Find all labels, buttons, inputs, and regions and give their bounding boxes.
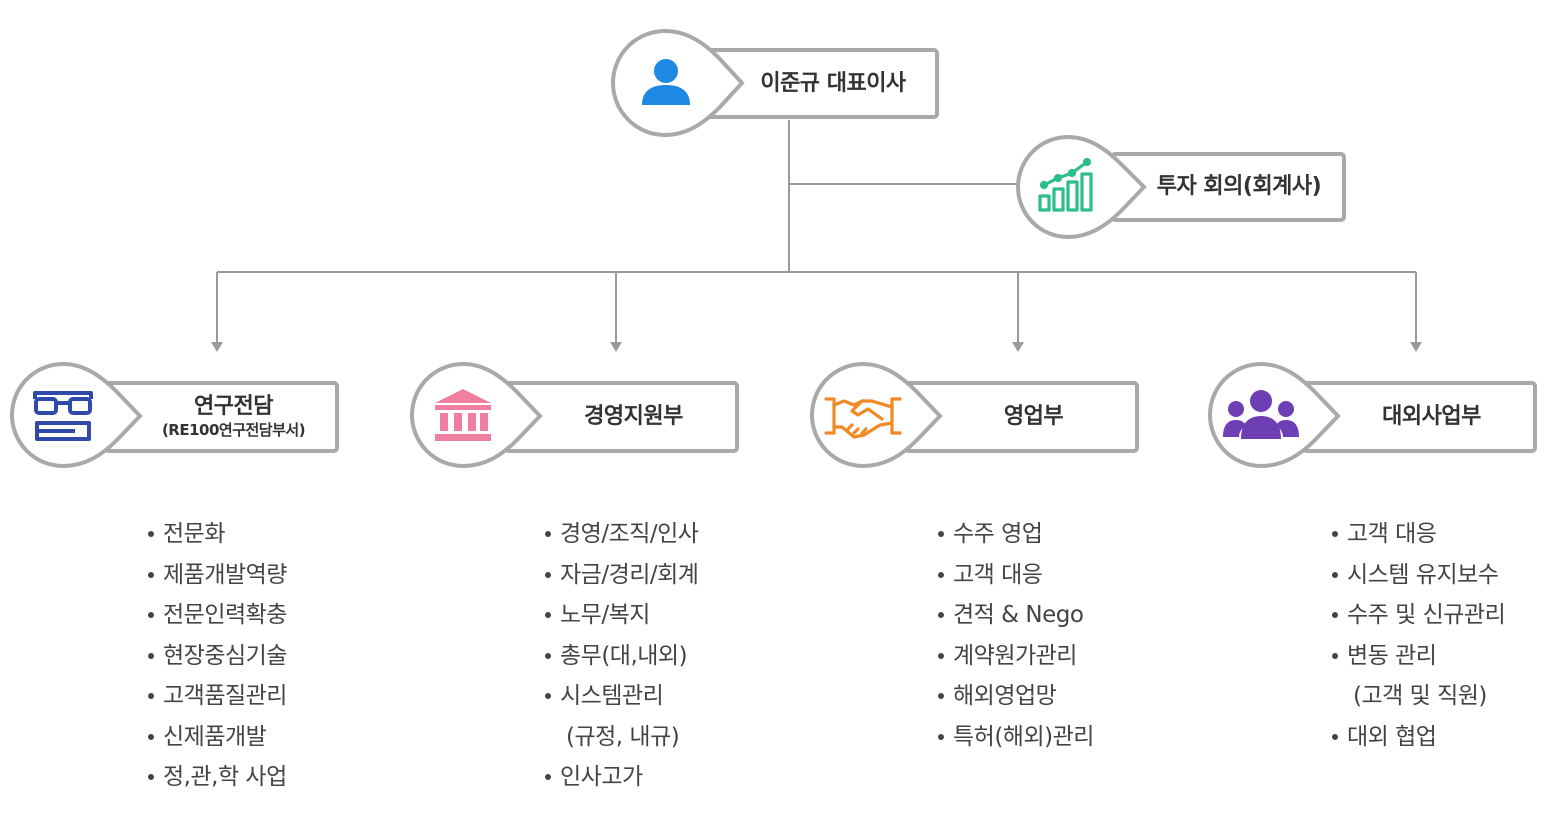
dept-external-label-box: 대외사업부 — [1302, 381, 1537, 453]
list-item: 견적 & Nego — [937, 595, 1094, 636]
list-item: 시스템관리 — [544, 676, 698, 717]
list-item: 경영/조직/인사 — [544, 514, 699, 555]
list-item: 계약원가관리 — [937, 636, 1094, 677]
ceo-pin-frame — [611, 28, 745, 138]
list-item: 인사고가 — [544, 757, 698, 798]
list-item: 특허(해외)관리 — [937, 717, 1094, 758]
dept-research-title: 연구전담 — [194, 393, 273, 419]
advisory-label-box: 투자 회의(회계사) — [1110, 152, 1346, 222]
dept-external-title: 대외사업부 — [1382, 404, 1481, 430]
dept-research-node: 연구전담 (RE100연구전담부서) — [8, 361, 339, 471]
list-item: 대외 협업 — [1331, 717, 1505, 758]
list-item: 고객 대응 — [937, 555, 1094, 596]
dept-sales-node: 영업부 — [808, 361, 1139, 471]
dept-sales-duties: 수주 영업 고객 대응 견적 & Nego 계약원가관리 해외영업망 특허(해외… — [937, 514, 1094, 757]
people-group-icon — [1223, 390, 1299, 439]
person-icon — [642, 59, 690, 105]
growth-chart-icon — [1038, 157, 1093, 212]
list-item: 노무/복지 — [544, 595, 698, 636]
list-item: 고객 대응 — [1331, 514, 1505, 555]
ceo-node: 이준규 대표이사 — [609, 28, 939, 138]
dept-sales-title: 영업부 — [1003, 404, 1064, 430]
ceo-label-box: 이준규 대표이사 — [705, 48, 939, 119]
list-item: 고객품질관리 — [147, 676, 287, 717]
bank-building-icon — [435, 389, 491, 441]
dept-external-pin-frame — [1208, 361, 1341, 469]
advisory-node: 투자 회의(회계사) — [1014, 134, 1346, 242]
list-item-continuation: (규정, 내규) — [566, 723, 680, 750]
dept-sales-label-box: 영업부 — [904, 381, 1139, 453]
list-item-continuation: (고객 및 직원) — [1353, 683, 1487, 709]
list-item: 수주 영업 — [937, 514, 1094, 555]
list-item: 자금/경리/회계 — [544, 555, 699, 596]
ceo-title: 이준규 대표이사 — [760, 70, 906, 96]
dept-1-arrowhead — [211, 342, 223, 352]
glasses-icon — [33, 391, 93, 441]
dept-management-duties: 경영/조직/인사 자금/경리/회계 노무/복지 총무(대,내외) 시스템관리 (… — [544, 514, 699, 798]
dept-management-node: 경영지원부 — [408, 361, 739, 471]
list-item: 수주 및 신규관리 — [1331, 595, 1506, 636]
dept-management-title: 경영지원부 — [584, 404, 683, 430]
dept-4-arrowhead — [1410, 342, 1422, 352]
dept-research-subtitle: (RE100연구전담부서) — [161, 421, 306, 440]
list-item: 시스템 유지보수 — [1331, 555, 1505, 596]
advisory-title: 투자 회의(회계사) — [1156, 174, 1322, 200]
list-item: 변동 관리 — [1331, 636, 1505, 677]
dept-external-duties: 고객 대응 시스템 유지보수 수주 및 신규관리 변동 관리 (고객 및 직원)… — [1331, 514, 1506, 758]
list-item: 전문인력확충 — [147, 595, 287, 636]
dept-3-arrowhead — [1012, 342, 1024, 352]
list-item: 전문화 — [147, 514, 287, 555]
list-item: 해외영업망 — [937, 676, 1094, 717]
dept-2-arrowhead — [610, 342, 622, 352]
list-item: 총무(대,내외) — [544, 636, 698, 677]
dept-research-label-box: 연구전담 (RE100연구전담부서) — [104, 381, 339, 453]
list-item: 현장중심기술 — [147, 636, 287, 677]
dept-external-node: 대외사업부 — [1206, 361, 1537, 471]
list-item: 제품개발역량 — [147, 555, 287, 596]
list-item: 정,관,학 사업 — [147, 757, 287, 798]
handshake-icon — [824, 397, 902, 439]
list-item: 신제품개발 — [147, 717, 287, 758]
dept-research-duties: 전문화 제품개발역량 전문인력확충 현장중심기술 고객품질관리 신제품개발 정,… — [147, 514, 287, 798]
